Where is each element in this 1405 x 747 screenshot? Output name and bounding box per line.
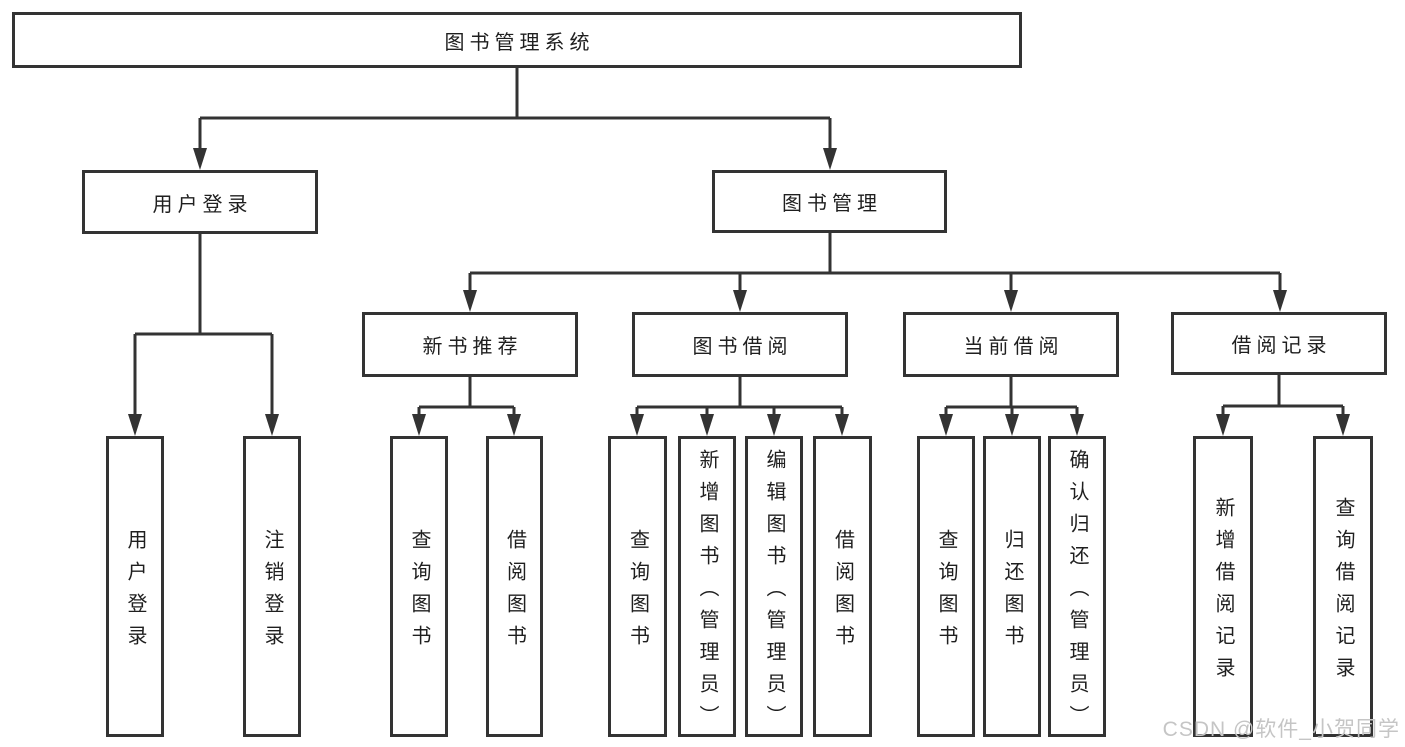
node-current-borrow: 当前借阅	[903, 312, 1119, 377]
node-label: 用户登录	[152, 193, 253, 216]
node-ul-logout: 注销登录	[243, 436, 301, 737]
node-label: 当前借阅	[963, 336, 1064, 358]
node-label: 查询借阅记录	[1332, 496, 1354, 689]
arrowheads	[128, 148, 1350, 436]
node-br-query-record: 查询借阅记录	[1313, 436, 1373, 737]
node-label: 确认归还（管理员）	[1066, 448, 1088, 737]
node-label: 图书借阅	[692, 336, 793, 358]
node-label: 新增借阅记录	[1212, 496, 1234, 689]
node-bb-add-book-admin: 新增图书（管理员）	[678, 436, 736, 737]
node-borrow-record: 借阅记录	[1171, 312, 1387, 375]
node-label: 注销登录	[261, 528, 283, 657]
node-cb-return-book: 归还图书	[983, 436, 1041, 737]
node-label: 借阅图书	[831, 528, 854, 657]
node-label: 新增图书（管理员）	[696, 448, 718, 737]
node-book-management: 图书管理	[712, 170, 947, 233]
node-library-management-system: 图书管理系统	[12, 12, 1022, 68]
node-ul-user-login: 用户登录	[106, 436, 164, 737]
node-cb-query-book: 查询图书	[917, 436, 975, 737]
node-label: 查询图书	[408, 528, 430, 657]
node-label: 查询图书	[935, 528, 957, 657]
node-br-add-record: 新增借阅记录	[1193, 436, 1253, 737]
node-label: 新书推荐	[422, 336, 523, 358]
node-label: 归还图书	[1001, 528, 1023, 657]
node-label: 借阅记录	[1231, 335, 1332, 357]
node-new-book-recommend: 新书推荐	[362, 312, 578, 377]
node-cb-confirm-return-admin: 确认归还（管理员）	[1048, 436, 1106, 737]
node-label: 编辑图书（管理员）	[763, 448, 785, 737]
node-bb-edit-book-admin: 编辑图书（管理员）	[745, 436, 803, 737]
node-label: 查询图书	[626, 528, 649, 657]
csdn-watermark: CSDN @软件_小贺同学	[1162, 718, 1400, 741]
node-label: 图书管理系统	[444, 31, 595, 54]
node-nb-query-book: 查询图书	[390, 436, 448, 737]
node-nb-borrow-book: 借阅图书	[486, 436, 543, 737]
node-label: 用户登录	[124, 528, 146, 657]
node-label: 借阅图书	[503, 528, 526, 657]
node-book-borrow: 图书借阅	[632, 312, 848, 377]
node-user-login: 用户登录	[82, 170, 318, 234]
node-label: 图书管理	[782, 193, 882, 215]
node-bb-query-book: 查询图书	[608, 436, 667, 737]
node-bb-borrow-book: 借阅图书	[813, 436, 872, 737]
